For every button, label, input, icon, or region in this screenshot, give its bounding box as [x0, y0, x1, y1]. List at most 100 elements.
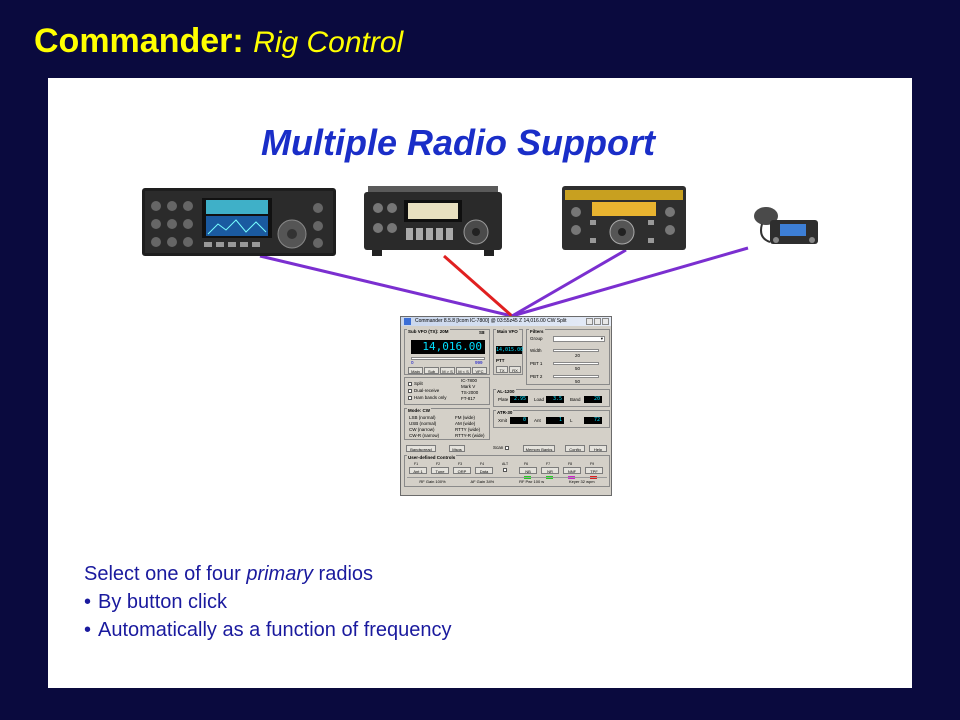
dual-receive-label: Dual-receive	[414, 388, 440, 393]
bandspread-button[interactable]: Bandspread	[406, 445, 436, 452]
status-af-gain: AF Gain 34%	[470, 479, 495, 484]
tuner-xmit-value: 0	[510, 417, 528, 424]
memory-banks-button[interactable]: Memory Banks	[523, 445, 555, 452]
bullet-dot: •	[84, 619, 92, 641]
split-label: Split	[414, 381, 423, 386]
slide-heading: Multiple Radio Support	[261, 122, 655, 163]
fkey-alt: ALT	[502, 462, 509, 466]
amp-band-label: Band	[570, 397, 581, 402]
filter-pbt1-value: 50	[575, 366, 581, 371]
dual-receive-checkbox[interactable]	[408, 389, 412, 393]
filter-group-select[interactable]: ▾	[553, 336, 605, 342]
amp-band-value: 20	[584, 396, 602, 403]
fkey-8: F8	[568, 462, 573, 466]
filter-pbt2-slider[interactable]	[553, 375, 599, 378]
radio-model-3[interactable]: TS-2000	[461, 390, 479, 395]
user-button-data[interactable]: Data	[475, 467, 493, 474]
mode-rtty-r[interactable]: RTTY-R (wide)	[455, 433, 485, 438]
title-separator: :	[232, 22, 254, 60]
mode-am[interactable]: AM (wide)	[455, 421, 476, 426]
radio-2-icon[interactable]	[364, 186, 502, 256]
fkey-4: F4	[480, 462, 485, 466]
tuner-ant-label: Ant	[534, 418, 541, 423]
mode-cw[interactable]: CW (narrow)	[409, 427, 435, 432]
window-titlebar: Commander 8.5.8 [Icom IC-7800] @ 03:55z4…	[401, 317, 611, 326]
intro-emphasis: primary	[246, 563, 313, 585]
radio-1-icon[interactable]	[142, 188, 336, 256]
user-button-tpf[interactable]: TPF	[585, 467, 603, 474]
tuner-label: ATR-30	[496, 410, 514, 415]
scan-label: Scan	[493, 445, 504, 450]
filter-pbt1-slider[interactable]	[553, 362, 599, 365]
title-main: Commander	[34, 22, 233, 60]
mode-lsb[interactable]: LSB (normal)	[409, 415, 436, 420]
radio-model-4[interactable]: FT-817	[461, 396, 476, 401]
filter-pbt1-label: PBT 1	[530, 361, 543, 366]
user-button-tune[interactable]: Tune	[431, 467, 449, 474]
scan-checkbox[interactable]	[505, 446, 509, 450]
scale-low: 0	[411, 360, 414, 365]
title-sub: Rig Control	[253, 26, 404, 59]
vfo-m-to-s-button[interactable]: M > S	[440, 367, 455, 374]
ptt-rx-button[interactable]: RX	[509, 366, 521, 373]
mode-rtty[interactable]: RTTY (wide)	[455, 427, 481, 432]
bullet-text-2: Automatically as a function of frequency	[98, 619, 452, 641]
filter-width-label: Width	[530, 348, 542, 353]
main-vfo-label: Main VFO	[496, 329, 519, 334]
sub-vfo-tuning-slider[interactable]	[411, 357, 485, 360]
window-controls	[586, 318, 609, 325]
fkey-1: F1	[414, 462, 419, 466]
fkey-3: F3	[458, 462, 463, 466]
main-vfo-frequency[interactable]: 14,015.00	[496, 346, 524, 354]
fkey-7: F7	[546, 462, 551, 466]
user-button-nr[interactable]: NR	[541, 467, 559, 474]
bullet-item-2: • Automatically as a function of frequenc…	[84, 616, 452, 644]
intro-prefix: Select one of four	[84, 563, 247, 585]
mode-label: Mode: CW	[407, 408, 431, 413]
minimize-button[interactable]	[586, 318, 593, 325]
amp-plate-label: Plate	[498, 397, 509, 402]
chevron-down-icon: ▾	[600, 336, 603, 341]
tuner-xmit-label: Xmit	[498, 418, 507, 423]
vfo-sub-button[interactable]: Sub	[424, 367, 439, 374]
ham-bands-checkbox[interactable]	[408, 396, 412, 400]
fkey-2: F2	[436, 462, 441, 466]
ptt-label: PTT	[496, 358, 505, 363]
user-controls-group: User-defined Controls F1 F2 F3 F4 ALT F6…	[404, 455, 610, 487]
user-button-qrp[interactable]: QRP	[453, 467, 471, 474]
amp-load-value: 3.5	[546, 396, 564, 403]
radio-3-icon[interactable]	[562, 186, 686, 250]
status-rf-power: RF Pwr 100 w	[519, 479, 545, 484]
user-button-nnf[interactable]: NNF	[563, 467, 581, 474]
mode-usb[interactable]: USB (normal)	[409, 421, 437, 426]
notes-intro: Select one of four primary radios	[84, 560, 452, 588]
ptt-tx-button[interactable]: TX	[496, 366, 508, 373]
radio-model-1[interactable]: IC-7800	[461, 378, 478, 383]
alt-checkbox[interactable]	[503, 468, 507, 472]
help-button[interactable]: Help	[589, 445, 607, 452]
filter-width-slider[interactable]	[553, 349, 599, 352]
fkey-6: F6	[524, 462, 529, 466]
bullet-text-1: By button click	[98, 591, 227, 613]
user-button-ant1[interactable]: Ant 1	[409, 467, 427, 474]
config-button[interactable]: Config	[565, 445, 585, 452]
radio-4-icon[interactable]	[748, 202, 828, 248]
vfo-vfc-button[interactable]: VFC	[472, 367, 487, 374]
mode-fm[interactable]: FM (wide)	[455, 415, 475, 420]
user-button-nb[interactable]: NB	[519, 467, 537, 474]
split-checkbox[interactable]	[408, 382, 412, 386]
radio-model-2[interactable]: Mark V	[461, 384, 476, 389]
tuner-l-label: L	[570, 418, 573, 423]
maximize-button[interactable]	[594, 318, 601, 325]
vfo-main-button[interactable]: Main	[408, 367, 423, 374]
close-button[interactable]	[602, 318, 609, 325]
filter-pbt2-label: PBT 2	[530, 374, 543, 379]
line-radio-2	[443, 254, 513, 318]
vfo-s-to-m-button[interactable]: M < S	[456, 367, 471, 374]
msgs-button[interactable]: Msgs	[449, 445, 465, 452]
sub-vfo-label: Sub VFO (TX): 20M	[407, 329, 450, 334]
mode-cw-r[interactable]: CW-R (narrow)	[409, 433, 440, 438]
window-title: Commander 8.5.8 [Icom IC-7800] @ 03:55z4…	[415, 318, 567, 324]
status-rf-gain: RF Gain 100%	[419, 479, 446, 484]
sub-vfo-frequency[interactable]: 14,016.00	[411, 340, 485, 354]
